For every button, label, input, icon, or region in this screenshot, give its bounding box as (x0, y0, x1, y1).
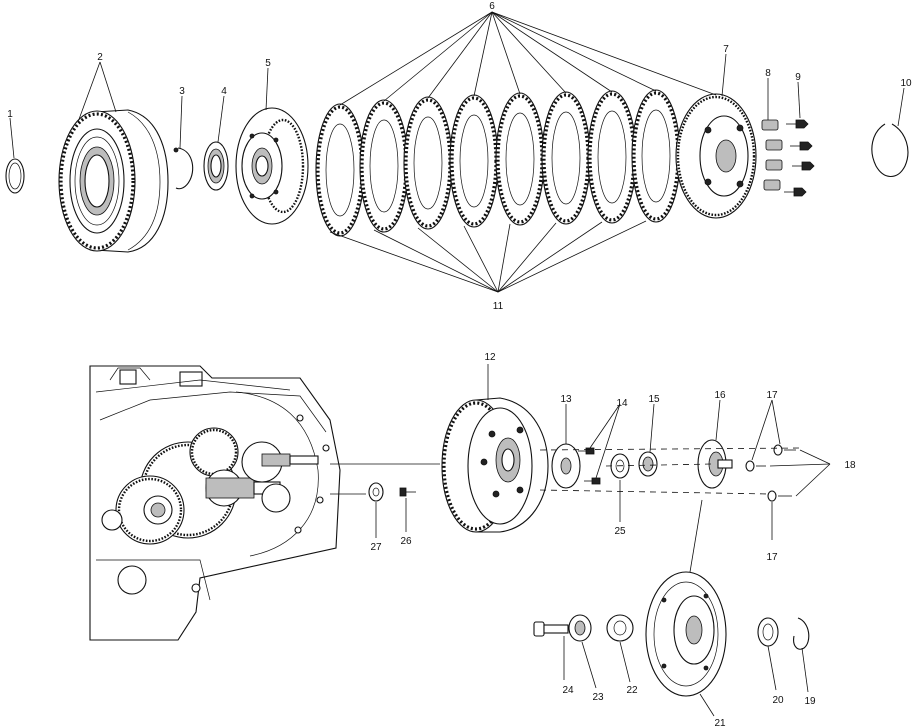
callout-16: 16 (714, 390, 726, 401)
callout-22: 22 (626, 685, 638, 696)
part-2-clutch-basket (58, 109, 169, 253)
part-26-bolt (399, 487, 416, 497)
callout-2: 2 (97, 52, 103, 63)
callout-4: 4 (221, 86, 227, 97)
leader-lines-bottom (330, 364, 831, 717)
leader-lines-top (9, 11, 905, 293)
part-22-washer (606, 614, 634, 642)
part-9-bolts (784, 119, 815, 197)
callout-26: 26 (400, 536, 412, 547)
engine-case (89, 365, 341, 641)
part-23-washer (568, 614, 592, 642)
part-8-springs (761, 119, 783, 191)
callout-20: 20 (772, 695, 784, 706)
callout-25: 25 (614, 526, 626, 537)
callout-7: 7 (723, 44, 729, 55)
callout-13: 13 (560, 394, 572, 405)
callout-1: 1 (7, 109, 13, 120)
callout-23: 23 (592, 692, 604, 703)
part-7-pressure-plate (675, 93, 757, 219)
callout-24: 24 (562, 685, 574, 696)
callout-9: 9 (795, 72, 801, 83)
part-24-bolt (533, 621, 569, 637)
part-10-retaining-ring (871, 123, 909, 178)
part-27-washer (368, 482, 384, 502)
callout-17-top: 17 (766, 390, 778, 401)
callout-3: 3 (179, 86, 185, 97)
part-16-lifter-plate (697, 439, 733, 489)
callout-21: 21 (714, 718, 726, 728)
part-15-nut (638, 451, 658, 477)
part-20-bearing (757, 617, 779, 647)
callout-17-bottom: 17 (766, 552, 778, 563)
part-12-clutch-drum (441, 397, 549, 533)
callout-10: 10 (900, 78, 912, 89)
callout-8: 8 (765, 68, 771, 79)
callout-12: 12 (484, 352, 496, 363)
part-1-snap-ring (5, 158, 25, 194)
callout-15: 15 (648, 394, 660, 405)
callout-labels: 1 2 3 4 5 6 7 8 9 10 11 12 13 14 15 16 1… (7, 1, 912, 728)
part-14-screws (578, 447, 601, 485)
callout-27: 27 (370, 542, 382, 553)
callout-19: 19 (804, 696, 816, 707)
callout-6: 6 (489, 1, 495, 12)
part-6-11-clutch-plates (315, 89, 681, 237)
part-5-inner-hub (235, 107, 309, 225)
part-21-cover (645, 571, 727, 697)
callout-14: 14 (616, 398, 628, 409)
part-17-18-washers-bolts (745, 444, 796, 502)
callout-11: 11 (493, 301, 504, 312)
part-3-clip (173, 147, 194, 190)
callout-18: 18 (844, 460, 856, 471)
callout-5: 5 (265, 58, 271, 69)
part-19-snap-ring (793, 617, 810, 650)
part-4-bearing (203, 141, 229, 191)
part-13-plate (551, 443, 581, 489)
